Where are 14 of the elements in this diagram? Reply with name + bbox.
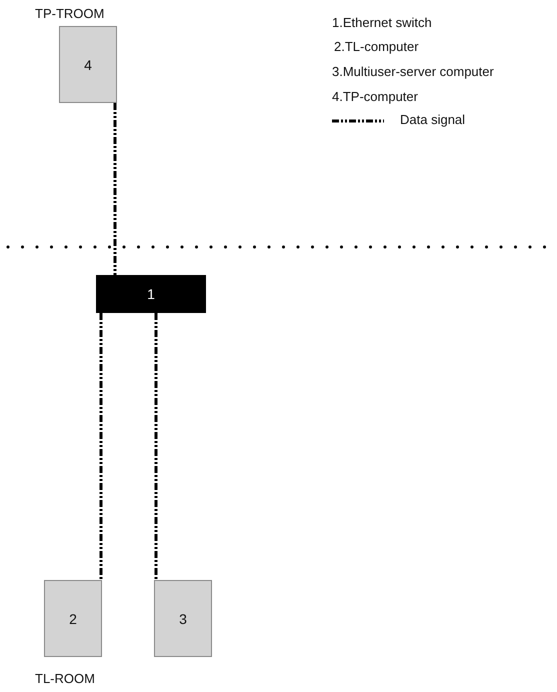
data-signal-line (114, 103, 116, 275)
data-signal-line (100, 313, 102, 580)
key-text: 2.TL-computer (334, 39, 419, 54)
room-label: TL-ROOM (35, 671, 95, 686)
legend-text: Data signal (400, 112, 466, 127)
room-label: TP-TROOM (35, 6, 104, 21)
key-text: 4.TP-computer (332, 89, 418, 104)
computer-box: 2 (44, 580, 102, 657)
data-signal-line (154, 313, 158, 580)
switch-box: 1 (96, 275, 206, 313)
key-text: 1.Ethernet switch (332, 15, 432, 30)
computer-box: 3 (154, 580, 212, 657)
computer-box: 4 (59, 26, 117, 103)
key-text: 3.Multiuser-server computer (332, 64, 494, 79)
